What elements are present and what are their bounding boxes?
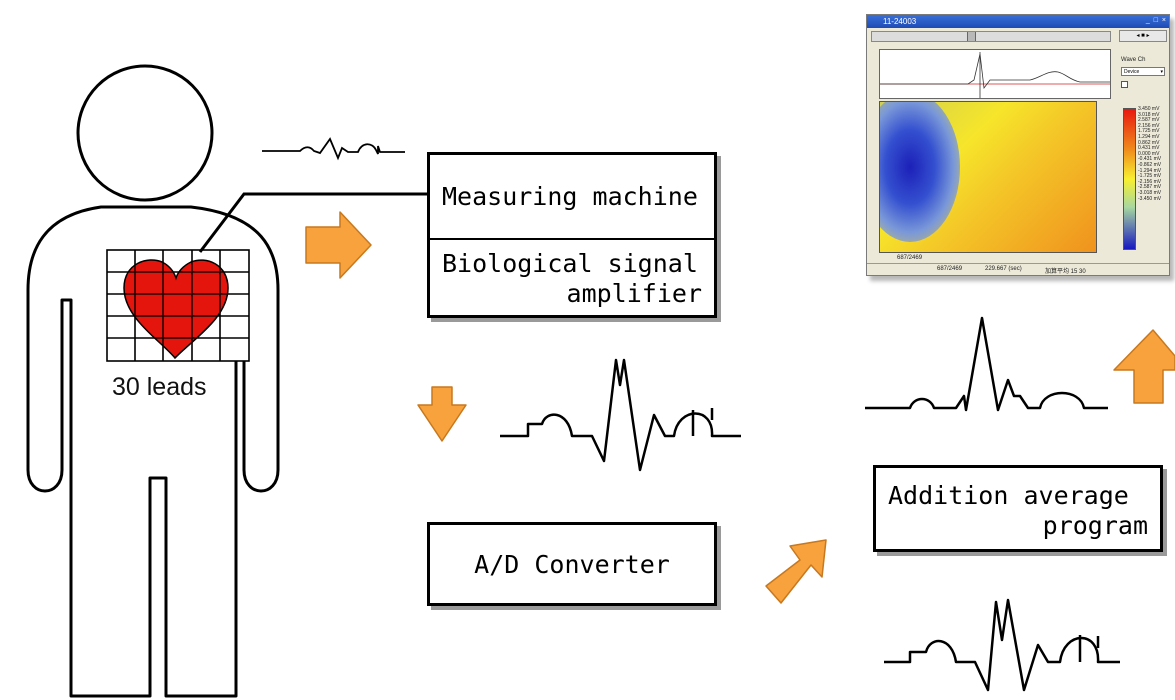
addition-average-label-line2: program <box>1042 511 1148 540</box>
window-title: 11-24003 <box>867 15 1169 28</box>
color-scale-bar <box>1123 108 1136 250</box>
box-divider <box>430 238 714 240</box>
color-scale-label: 2.156 mV <box>1138 122 1160 129</box>
waveform-panel-svg <box>880 52 1110 98</box>
color-scale-label: -3.018 mV <box>1138 189 1162 196</box>
color-scale-label: -1.725 mV <box>1138 173 1162 180</box>
ecg-waveform-raw-sum <box>884 598 1120 692</box>
addition-average-box: Addition average program <box>873 465 1163 552</box>
raw-signal-waveform <box>262 137 405 161</box>
person-head <box>76 64 214 202</box>
cable <box>198 192 430 253</box>
ad-converter-label: A/D Converter <box>474 550 670 579</box>
addition-average-label-line1: Addition average <box>888 481 1129 510</box>
wave-ch-label: Wave Ch <box>1121 57 1146 63</box>
color-scale-label: -2.587 mV <box>1138 184 1162 191</box>
arrow-right-icon <box>305 211 372 279</box>
color-scale-label: 1.725 mV <box>1138 128 1160 135</box>
arrow-up-icon <box>1113 329 1175 404</box>
window-controls: _ □ × <box>1145 17 1167 24</box>
ecg-waveform-converter <box>500 358 741 472</box>
amplifier-label-line2: amplifier <box>566 279 702 308</box>
ecg-waveform-averaged <box>865 316 1108 412</box>
color-scale-label: 0.000 mV <box>1138 150 1160 157</box>
channel-select[interactable]: Device ▾ <box>1121 67 1165 76</box>
color-scale-label: -1.294 mV <box>1138 167 1162 174</box>
color-scale-label: -3.450 mV <box>1138 195 1162 202</box>
status-mode: 加算平均 15 30 <box>1045 269 1086 275</box>
chevron-down-icon: ▾ <box>1160 69 1163 75</box>
status-frame: 687/2469 <box>937 266 963 272</box>
color-scale-label: -0.431 mV <box>1138 156 1162 163</box>
color-scale-label: 2.587 mV <box>1138 117 1160 124</box>
status-time: 229.667 (sec) <box>985 266 1022 272</box>
color-scale-label: 3.018 mV <box>1138 111 1160 118</box>
color-scale-label: 0.431 mV <box>1138 145 1160 152</box>
ad-converter-box: A/D Converter <box>427 522 717 606</box>
status-bar: 687/2469 229.667 (sec) 加算平均 15 30 <box>867 263 1169 275</box>
waveform-panel <box>879 49 1111 99</box>
heatmap-blue-region <box>880 102 960 242</box>
leads-label: 30 leads <box>112 373 207 401</box>
potential-heatmap <box>879 101 1097 253</box>
amplifier-label-line1: Biological signal <box>442 249 698 278</box>
time-scrollbar[interactable] <box>871 31 1111 42</box>
color-scale-label: 3.450 mV <box>1138 106 1160 112</box>
measuring-machine-label: Measuring machine <box>442 182 698 211</box>
option-checkbox[interactable] <box>1121 81 1128 88</box>
color-scale-label: -0.862 mV <box>1138 161 1162 168</box>
channel-select-value: Device <box>1124 69 1140 75</box>
arrow-down-icon <box>417 386 467 442</box>
color-scale-label: -2.156 mV <box>1138 178 1162 185</box>
color-scale-label: 1.294 mV <box>1138 133 1160 140</box>
arrow-diagonal-icon <box>765 539 827 604</box>
arrows <box>305 211 1175 604</box>
measuring-machine-box: Measuring machine Biological signal ampl… <box>427 152 717 318</box>
scrollbar-thumb[interactable] <box>967 32 976 41</box>
playback-controls[interactable]: ◂ ■ ▸ <box>1119 30 1167 42</box>
frame-counter: 687/2469 <box>897 255 923 261</box>
software-screenshot-window: 11-24003 _ □ × ◂ ■ ▸ Wave Ch Device ▾ 68… <box>866 14 1170 276</box>
color-scale-label: 0.862 mV <box>1138 139 1160 146</box>
